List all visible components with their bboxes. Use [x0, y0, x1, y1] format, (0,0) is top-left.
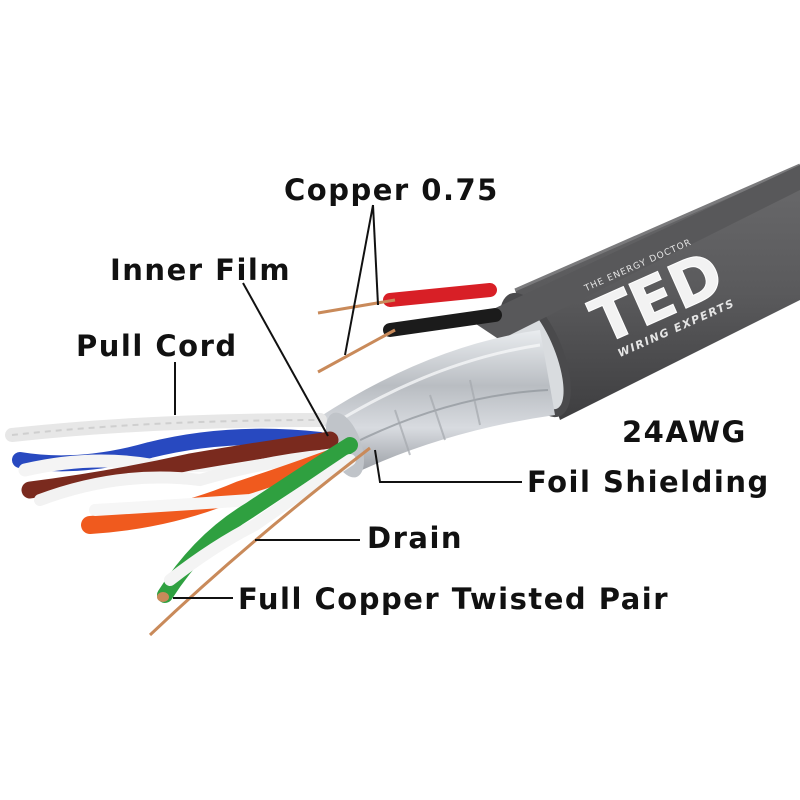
- pull-cord: [5, 413, 327, 442]
- gauge-label: 24AWG: [622, 415, 747, 449]
- copper-label: Copper 0.75: [284, 173, 499, 207]
- twisted-pair-label: Full Copper Twisted Pair: [238, 582, 670, 616]
- leader-lines: [173, 204, 522, 599]
- power-conductors: [317, 283, 502, 374]
- leader-foil: [374, 449, 522, 483]
- leader-inner-film: [242, 282, 329, 437]
- leader-copper-a: [344, 204, 374, 356]
- leader-copper-b: [372, 204, 379, 306]
- power-pair-sheath: [470, 165, 800, 340]
- pull-cord-label: Pull Cord: [76, 329, 238, 363]
- inner-film-label: Inner Film: [110, 253, 292, 287]
- twisted-pairs: [12, 428, 358, 603]
- foil-shielding-label: Foil Shielding: [527, 465, 770, 499]
- drain-label: Drain: [367, 521, 464, 555]
